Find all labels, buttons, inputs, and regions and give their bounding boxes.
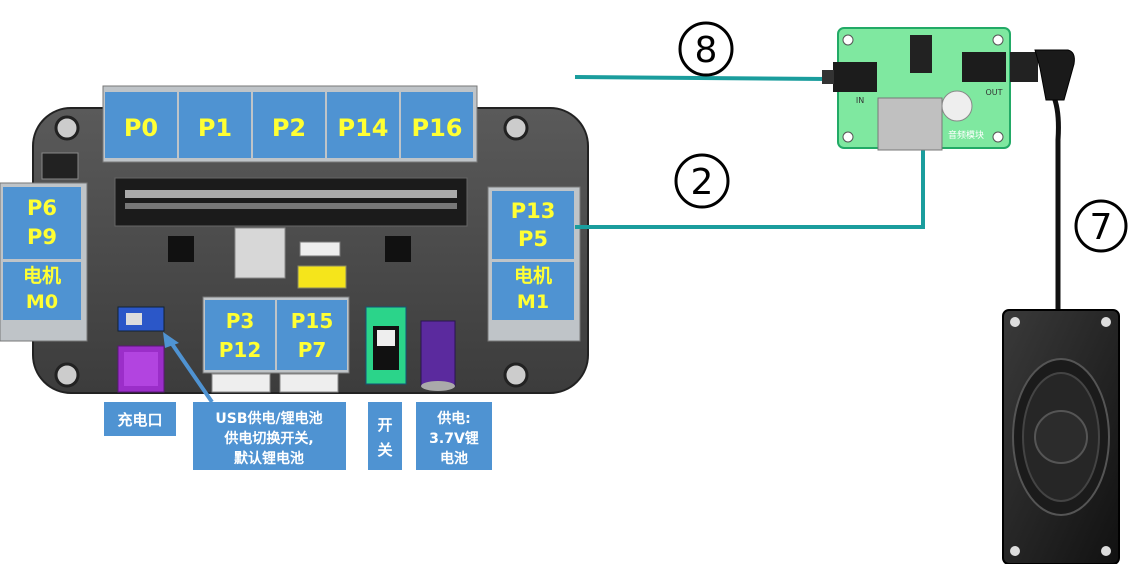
port-P14-box <box>327 92 399 158</box>
right-port-M1: M1 <box>517 291 549 313</box>
port-P16-label: P16 <box>412 114 463 142</box>
component <box>299 241 341 257</box>
switch-arrow <box>163 332 214 404</box>
module-name-label: 音频模块 <box>948 129 984 141</box>
chip <box>41 152 79 180</box>
caption-switch-line2: 关 <box>377 441 392 459</box>
caption-switch: 开 关 <box>368 402 402 470</box>
component <box>297 265 347 289</box>
top-port-labels: P0 P1 P2 P14 P16 <box>102 85 478 163</box>
module-in-label: IN <box>856 96 864 105</box>
module-chip <box>910 35 932 73</box>
callout-2: 2 <box>674 153 730 209</box>
mount-hole <box>503 115 529 141</box>
mount-hole <box>503 362 529 388</box>
mount-hole <box>54 362 80 388</box>
center-port-P3: P3 <box>226 309 255 333</box>
caption-switch-line1: 开 <box>377 416 392 434</box>
caption-power-line2: 3.7V锂 <box>429 430 479 447</box>
center-port-P12: P12 <box>219 338 262 362</box>
center-port-P15: P15 <box>291 309 334 333</box>
callout-8-text: 8 <box>695 30 718 71</box>
caption-power-line3: 电池 <box>440 450 468 467</box>
caption-usb-line3: 默认锂电池 <box>234 450 304 467</box>
right-port-P5: P5 <box>518 227 548 251</box>
caption-charge: 充电口 <box>104 402 176 436</box>
component <box>234 227 286 279</box>
mount-hole <box>54 115 80 141</box>
module-socket <box>877 97 943 151</box>
audio-module: IN OUT 音频模块 <box>822 27 1075 151</box>
caption-usb-line1: USB供电/锂电池 <box>215 410 322 427</box>
caption-power-line1: 供电: <box>436 410 471 427</box>
port-P1-box <box>179 92 251 158</box>
module-knob <box>941 90 973 122</box>
plug <box>1010 52 1038 82</box>
callout-2-text: 2 <box>691 162 714 203</box>
left-port-motor: 电机 <box>23 264 61 287</box>
wire-8 <box>574 75 829 81</box>
speaker-cable <box>1050 93 1061 312</box>
right-port-motor: 电机 <box>514 264 552 287</box>
caption-power: 供电: 3.7V锂 电池 <box>416 402 492 470</box>
left-port-M0: M0 <box>26 291 58 313</box>
caption-usb-switch: USB供电/锂电池 供电切换开关, 默认锂电池 <box>193 402 346 470</box>
wire-2 <box>575 145 925 229</box>
module-out-jack <box>962 52 1006 82</box>
port-P16-box <box>401 92 473 158</box>
center-port-P7: P7 <box>298 338 327 362</box>
capacitor <box>420 320 456 387</box>
callout-7-text: 7 <box>1090 207 1113 248</box>
left-port-P6: P6 <box>27 196 57 220</box>
component <box>168 236 194 262</box>
expansion-board <box>32 107 589 394</box>
port-P0-box <box>105 92 177 158</box>
connector <box>211 373 271 393</box>
module-out-label: OUT <box>985 88 1002 97</box>
callout-7: 7 <box>1074 199 1128 253</box>
left-port-P9: P9 <box>27 225 57 249</box>
center-port-label: P3 P12 P15 P7 <box>202 296 350 374</box>
right-port-P13: P13 <box>511 199 556 223</box>
connector <box>279 373 339 393</box>
port-P1-label: P1 <box>198 114 232 142</box>
component <box>385 236 411 262</box>
edge-connector-slot <box>114 177 468 227</box>
port-P2-box <box>253 92 325 158</box>
port-P0-label: P0 <box>124 114 158 142</box>
module-in-jack <box>833 62 877 92</box>
port-P14-label: P14 <box>338 114 389 142</box>
right-port-label: P13 P5 电机 M1 <box>487 186 581 342</box>
callout-8: 8 <box>678 21 734 77</box>
left-port-label: P6 P9 电机 M0 <box>0 182 88 342</box>
caption-usb-line2: 供电切换开关, <box>223 430 313 447</box>
caption-charge-text: 充电口 <box>117 411 162 429</box>
port-P2-label: P2 <box>272 114 306 142</box>
speaker <box>1002 309 1120 564</box>
